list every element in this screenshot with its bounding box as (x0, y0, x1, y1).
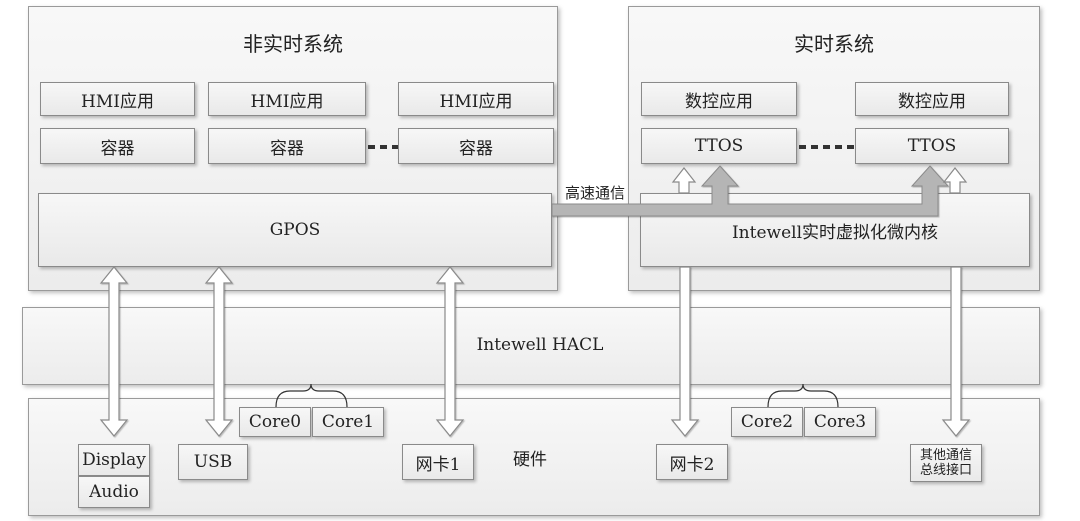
nic1-box: 网卡1 (402, 444, 474, 480)
down-arrow-nic2 (670, 266, 700, 437)
hmi-app-box-1: HMI应用 (40, 82, 195, 116)
high-speed-link-label: 高速通信 (564, 183, 625, 202)
audio-box: Audio (78, 476, 150, 508)
gpos-box: GPOS (38, 193, 552, 267)
brace-core-right (767, 383, 839, 408)
cnc-app-box-1: 数控应用 (641, 82, 797, 116)
non-realtime-title: 非实时系统 (243, 31, 343, 56)
realtime-title: 实时系统 (794, 31, 874, 56)
nic2-box: 网卡2 (656, 444, 728, 480)
hacl-panel (22, 307, 1040, 385)
hollow-up-arrow-2 (942, 167, 968, 194)
hardware-title: 硬件 (513, 449, 547, 470)
ttos-box-2: TTOS (855, 128, 1009, 164)
hollow-up-arrow-1 (671, 167, 697, 194)
other-bus-line-2: 总线接口 (919, 463, 972, 478)
hacl-label: Intewell HACL (476, 335, 604, 355)
container-box-1: 容器 (40, 128, 195, 164)
container-box-2: 容器 (208, 128, 366, 164)
hmi-app-box-3: HMI应用 (398, 82, 554, 116)
high-speed-link (551, 165, 950, 217)
double-arrow-nic1 (435, 266, 465, 437)
core2-box: Core2 (731, 407, 803, 437)
brace-core-left (275, 383, 348, 408)
usb-box: USB (178, 444, 248, 480)
ttos-box-1: TTOS (641, 128, 797, 164)
core3-box: Core3 (804, 407, 876, 437)
other-bus-box: 其他通信 总线接口 (910, 444, 982, 482)
other-bus-line-1: 其他通信 (919, 448, 972, 463)
double-arrow-usb (204, 266, 234, 437)
hmi-app-box-2: HMI应用 (208, 82, 366, 116)
cnc-app-box-2: 数控应用 (855, 82, 1009, 116)
core1-box: Core1 (312, 407, 384, 437)
core0-box: Core0 (239, 407, 311, 437)
container-box-3: 容器 (398, 128, 554, 164)
double-arrow-display (99, 266, 129, 437)
down-arrow-other-bus (941, 266, 971, 437)
display-box: Display (78, 444, 150, 476)
